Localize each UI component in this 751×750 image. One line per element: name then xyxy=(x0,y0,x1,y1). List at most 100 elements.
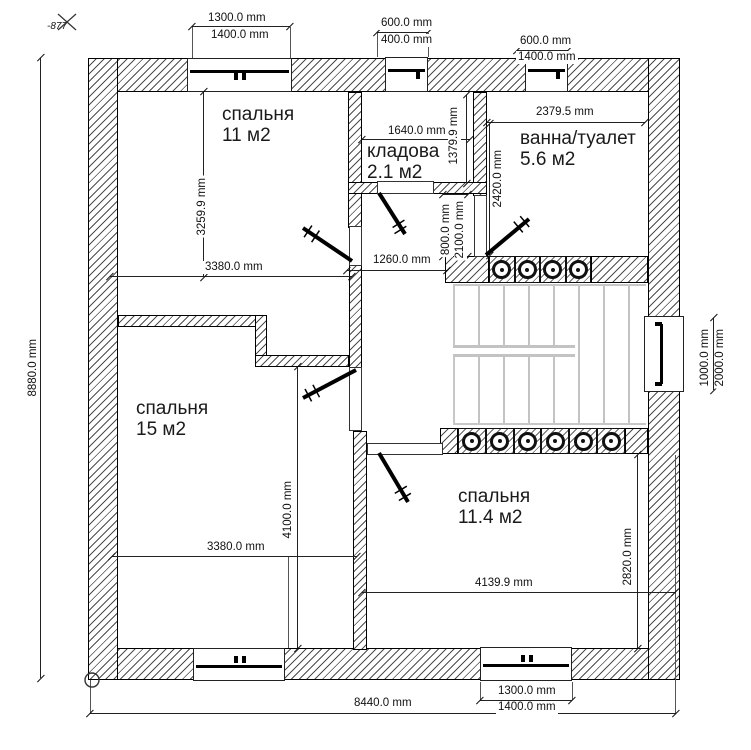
room-label-bathroom: ванна/туалет 5.6 м2 xyxy=(520,128,636,170)
window-tab xyxy=(529,655,533,662)
room-name: спальня xyxy=(136,398,209,419)
window-glass xyxy=(190,70,289,73)
baluster-post-icon xyxy=(462,431,482,451)
dim-line-window-top-mid xyxy=(377,32,428,34)
room-area: 11.4 м2 xyxy=(458,507,523,528)
room-area: 5.6 м2 xyxy=(520,149,576,170)
room-area: 2.1 м2 xyxy=(367,162,423,183)
window-tab xyxy=(655,382,662,386)
extension-line xyxy=(675,455,676,713)
window-glass xyxy=(388,69,425,72)
wall-outer-bottom xyxy=(88,648,680,680)
dim-label-bath-width: 2379.5 mm xyxy=(534,106,596,119)
staircase-landing-band xyxy=(453,345,575,357)
baluster-post-icon xyxy=(518,431,538,451)
dim-label-overall-width: 8440.0 mm xyxy=(352,697,414,710)
baluster-cell xyxy=(513,428,542,454)
window-glass xyxy=(660,324,663,384)
window-bottom-right xyxy=(480,647,572,681)
extension-line xyxy=(288,557,289,648)
wall-balustrade-bottom-left xyxy=(440,428,458,454)
stair-balustrade-bottom xyxy=(458,428,625,454)
window-tab xyxy=(242,656,246,663)
dim-label-window-top-left-w: 1300.0 mm xyxy=(206,12,268,25)
dim-line-bath-width xyxy=(487,122,645,124)
dim-line-window-top-right xyxy=(517,50,568,52)
window-glass xyxy=(528,69,565,72)
dim-label-bed11-width: 3380.0 mm xyxy=(203,261,265,274)
window-bottom-left xyxy=(193,648,285,681)
baluster-cell xyxy=(540,256,566,283)
room-label-bedroom-114: спальня 11.4 м2 xyxy=(458,486,530,528)
baluster-cell xyxy=(485,428,514,454)
dim-line-window-bottom xyxy=(480,700,572,702)
room-label-bedroom-15: спальня 15 м2 xyxy=(136,398,208,440)
baluster-cell xyxy=(569,428,598,454)
room-area: 15 м2 xyxy=(136,419,187,440)
door-bedroom-11-leaf xyxy=(301,225,354,263)
room-name: спальня xyxy=(222,104,295,125)
window-glass xyxy=(196,665,282,668)
window-glass xyxy=(483,664,569,667)
dim-label-window-top-left-h: 1400.0 mm xyxy=(209,29,271,42)
extension-line xyxy=(290,27,291,58)
room-name: ванна/туалет xyxy=(520,128,636,149)
window-tab xyxy=(416,72,420,79)
window-top-left xyxy=(187,58,292,92)
dim-line-bed15-height xyxy=(297,367,299,648)
dim-line-bed11-width xyxy=(110,276,352,278)
door-bedroom-114-leaf xyxy=(377,451,412,504)
extension-line xyxy=(192,27,193,58)
door-bathroom-leaf xyxy=(484,215,531,257)
dim-line-closet-height xyxy=(466,95,468,183)
window-tab xyxy=(655,322,662,326)
level-marker-icon xyxy=(57,13,77,31)
dim-label-window-top-right-h: 1400.0 mm xyxy=(516,51,578,64)
dim-label-window-top-mid-w: 600.0 mm xyxy=(379,17,435,30)
baluster-cell xyxy=(565,256,591,283)
dim-line-bed114-width xyxy=(362,592,675,594)
dim-label-bed114-width: 4139.9 mm xyxy=(473,577,535,590)
dim-line-bed15-width xyxy=(112,556,357,558)
window-tab xyxy=(242,73,246,80)
door-bedroom-15-leaf xyxy=(302,368,357,402)
wall-outer-left xyxy=(88,58,118,680)
wall-outer-top xyxy=(88,58,680,92)
extension-line xyxy=(90,680,91,713)
window-tab xyxy=(556,72,560,79)
baluster-post-icon xyxy=(601,431,621,451)
window-right xyxy=(644,316,684,392)
wall-bedroom-separator-lower xyxy=(255,355,349,367)
extension-line xyxy=(572,682,573,700)
dim-label-window-top-right-w: 600.0 mm xyxy=(518,35,574,48)
dim-line-bath-height xyxy=(489,124,491,255)
wall-balustrade-top-left xyxy=(445,256,489,283)
window-top-mid xyxy=(385,57,428,92)
baluster-cell xyxy=(541,428,570,454)
baluster-cell xyxy=(597,428,625,454)
dim-label-bed15-width: 3380.0 mm xyxy=(205,541,267,554)
baluster-post-icon xyxy=(543,260,563,279)
baluster-post-icon xyxy=(492,260,512,279)
door-frame-bedroom-11 xyxy=(349,226,362,266)
baluster-post-icon xyxy=(568,260,588,279)
baluster-cell xyxy=(514,256,540,283)
room-name: спальня xyxy=(458,486,531,507)
dim-line-window-top-left xyxy=(192,26,290,28)
door-frame-closet xyxy=(377,181,434,194)
dim-line-overall-height xyxy=(40,58,42,678)
room-label-bedroom-11: спальня 11 м2 xyxy=(222,104,294,146)
stair-balustrade-top xyxy=(489,256,591,283)
dim-label-hall-width: 1260.0 mm xyxy=(371,254,433,267)
baluster-post-icon xyxy=(573,431,593,451)
baluster-cell xyxy=(458,428,486,454)
baluster-post-icon xyxy=(517,260,537,279)
window-tab xyxy=(234,656,238,663)
dim-label-window-bottom-w: 1300.0 mm xyxy=(496,685,558,698)
door-frame-bedroom-114 xyxy=(367,443,443,455)
door-frame-bedroom-15 xyxy=(349,367,362,431)
door-closet-leaf xyxy=(377,191,407,236)
room-name: кладова xyxy=(367,141,440,162)
